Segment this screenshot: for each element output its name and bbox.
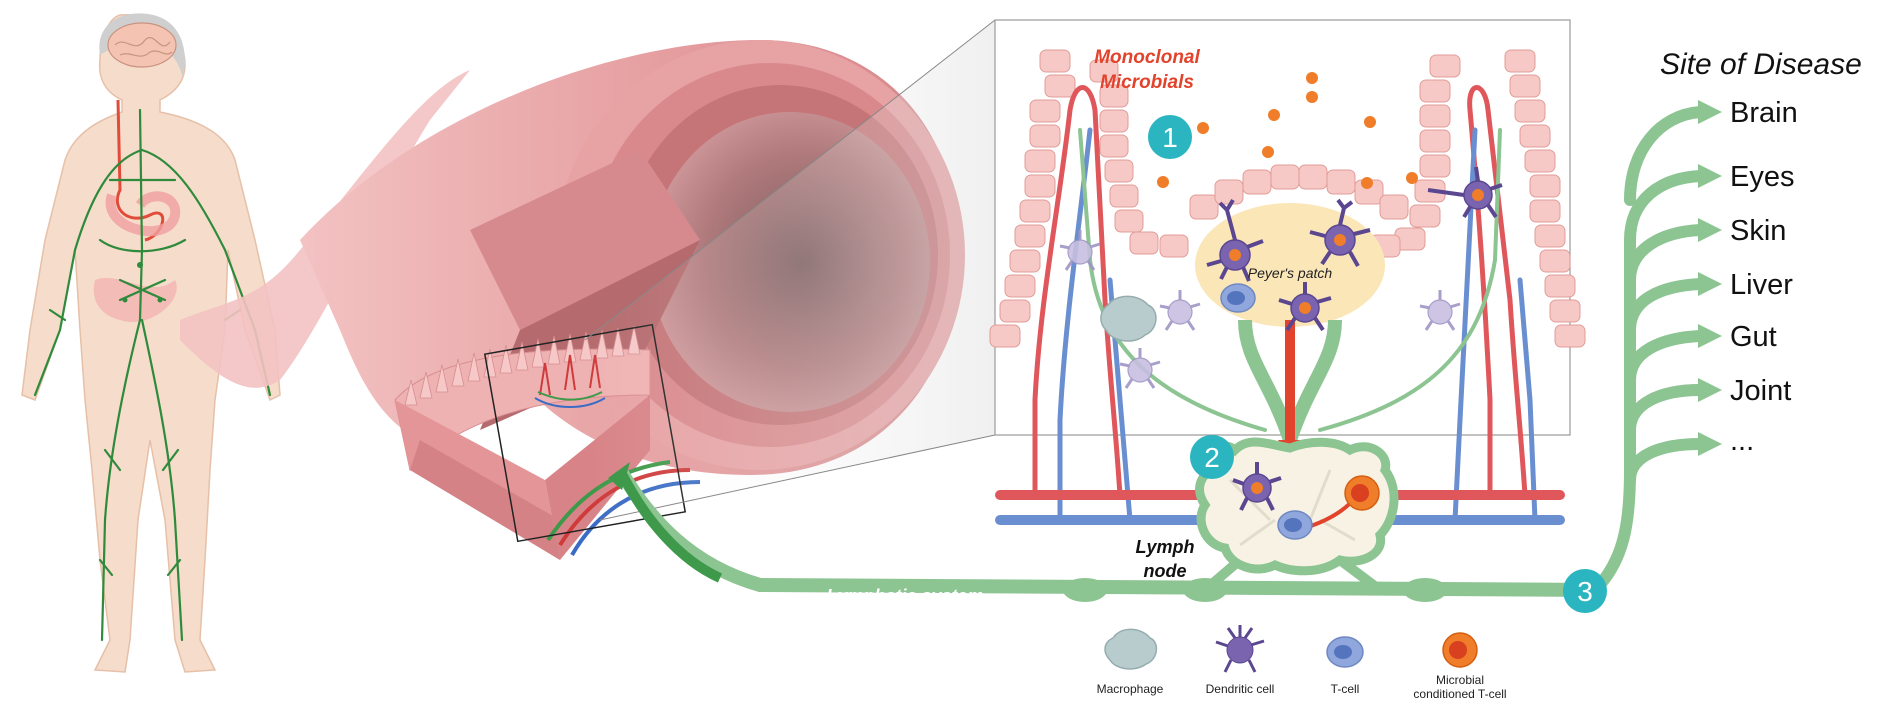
legend-conditioned-t-cell-label-line2: conditioned T-cell: [1413, 687, 1506, 701]
lymphatic-system-label: Lymphatic system: [826, 586, 983, 606]
legend: Macrophage Dendritic cell T-cell Microbi…: [1097, 625, 1507, 701]
legend-t-cell-label: T-cell: [1331, 682, 1360, 696]
step-badge-2: 2: [1190, 435, 1234, 479]
site-item-joint: Joint: [1730, 375, 1791, 407]
conditioned-t-cell-icon: [1344, 475, 1380, 511]
site-item-eyes: Eyes: [1730, 161, 1794, 193]
macrophage-icon: [1100, 295, 1157, 342]
legend-t-cell-icon: [1326, 636, 1364, 668]
site-item-skin: Skin: [1730, 215, 1786, 247]
peyers-patch-label: Peyer's patch: [1248, 265, 1333, 281]
monoclonal-label-line2: Microbials: [1100, 72, 1194, 93]
lymph-node-label-line1: Lymph: [1135, 537, 1194, 557]
site-item-more: ...: [1730, 425, 1754, 457]
legend-macrophage-label: Macrophage: [1097, 682, 1164, 696]
legend-conditioned-t-cell-label-line1: Microbial: [1436, 673, 1484, 687]
svg-text:1: 1: [1162, 122, 1178, 153]
site-item-brain: Brain: [1730, 97, 1798, 129]
microbe-dots: [1157, 72, 1418, 189]
human-body-icon: [21, 13, 281, 673]
t-cell-icon: [1220, 283, 1313, 540]
monoclonal-label-line1: Monoclonal: [1094, 47, 1200, 68]
svg-text:2: 2: [1204, 442, 1220, 473]
svg-text:3: 3: [1577, 576, 1593, 607]
legend-dendritic-cell-icon: [1215, 625, 1265, 673]
lymph-node-label-line2: node: [1144, 561, 1187, 581]
step-badge-1: 1: [1148, 115, 1192, 159]
site-item-liver: Liver: [1730, 269, 1793, 301]
legend-conditioned-t-cell-icon: [1442, 632, 1478, 668]
dendritic-cell-icon: [1206, 166, 1503, 511]
brain-icon: [107, 22, 177, 68]
step-badge-3: 3: [1563, 569, 1607, 613]
disease-site-arrows: [1589, 106, 1706, 596]
lymphatic-vessel: [613, 466, 1601, 597]
site-item-gut: Gut: [1730, 321, 1777, 353]
site-of-disease-title: Site of Disease: [1660, 48, 1862, 81]
legend-dendritic-cell-label: Dendritic cell: [1206, 682, 1275, 696]
legend-macrophage-icon: [1104, 628, 1158, 670]
